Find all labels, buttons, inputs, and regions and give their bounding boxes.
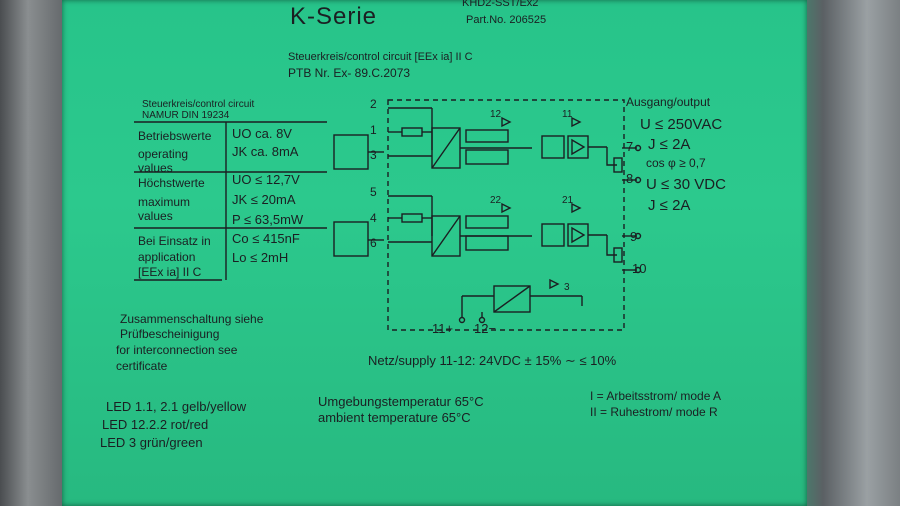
terminal-8: 8 [626, 171, 634, 186]
led-mark-21: 21 [562, 195, 574, 206]
supply-rating: Netz/supply 11-12: 24VDC ± 15% ∼ ≤ 10% [368, 353, 617, 368]
output-j1: J ≤ 2A [648, 136, 691, 153]
left-title-2: NAMUR DIN 19234 [142, 110, 230, 121]
terminal-5: 5 [370, 185, 377, 199]
output-cos: cos φ ≥ 0,7 [646, 156, 706, 170]
max-label-2: maximum [138, 195, 191, 209]
ptb-approval: PTB Nr. Ex- 89.C.2073 [288, 66, 411, 80]
led-legend-1: LED 1.1, 2.1 gelb/yellow [106, 399, 247, 414]
left-title-1: Steuerkreis/control circuit [142, 99, 255, 110]
u0-operating: UO ca. 8V [232, 126, 292, 141]
output-title: Ausgang/output [626, 95, 711, 109]
terminal-3: 3 [370, 148, 377, 162]
terminal-2: 2 [370, 97, 377, 111]
note-line-4: certificate [116, 359, 168, 373]
note-line-3: for interconnection see [116, 343, 238, 357]
led-mark-11: 11 [562, 109, 573, 120]
output-u-ac: U ≤ 250VAC [640, 116, 723, 133]
terminal-4: 4 [370, 211, 377, 225]
terminal-1: 1 [370, 123, 377, 137]
jk-operating: JK ca. 8mA [232, 144, 299, 159]
device-right-edge [790, 0, 900, 506]
operating-label-1: Betriebswerte [138, 129, 212, 143]
u0-max: UO ≤ 12,7V [232, 172, 300, 187]
application-label-3: [EEx ia] II C [138, 265, 202, 279]
led-mark-22: 22 [490, 195, 502, 206]
led-mark-12: 12 [490, 109, 502, 120]
terminal-7: 7 [626, 139, 634, 154]
operating-label-2: operating [138, 147, 189, 161]
max-label-1: Höchstwerte [138, 176, 205, 190]
max-label-3: values [138, 209, 173, 223]
application-label-2: application [138, 250, 196, 264]
control-circuit-rating: Steuerkreis/control circuit [EEx ia] II … [288, 51, 473, 63]
led-legend-2: LED 12.2.2 rot/red [102, 417, 209, 432]
circuit-diagram [134, 99, 642, 331]
note-line-1: Zusammenschaltung siehe [120, 312, 264, 326]
series-title: K-Serie [290, 3, 378, 30]
led-legend-3: LED 3 grün/green [100, 435, 203, 450]
lo-value: Lo ≤ 2mH [232, 250, 289, 265]
led-mark-3: 3 [564, 282, 570, 293]
model-number: KHD2-SST/Ex2 [462, 0, 539, 9]
terminal-12: 12− [474, 321, 497, 336]
terminal-11: 11+ [432, 321, 454, 336]
jk-max: JK ≤ 20mA [232, 192, 296, 207]
operating-label-3: values [138, 161, 173, 175]
temp-line-2: ambient temperature 65°C [318, 410, 471, 425]
part-number: Part.No. 206525 [466, 14, 547, 26]
co-value: Co ≤ 415nF [232, 231, 300, 246]
application-label-1: Bei Einsatz in [138, 234, 211, 248]
note-line-2: Prüfbescheinigung [120, 327, 220, 341]
device-left-edge [0, 0, 70, 506]
p-max: P ≤ 63,5mW [232, 212, 304, 227]
mode-a: I = Arbeitsstrom/ mode A [590, 389, 722, 403]
terminal-6: 6 [370, 236, 377, 250]
relay-module-faceplate: K-Serie KHD2-SST/Ex2 Part.No. 206525 Ste… [62, 0, 807, 506]
output-u-dc: U ≤ 30 VDC [646, 176, 726, 193]
temp-line-1: Umgebungstemperatur 65°C [318, 394, 484, 409]
output-j2: J ≤ 2A [648, 197, 691, 214]
mode-r: II = Ruhestrom/ mode R [590, 405, 718, 419]
